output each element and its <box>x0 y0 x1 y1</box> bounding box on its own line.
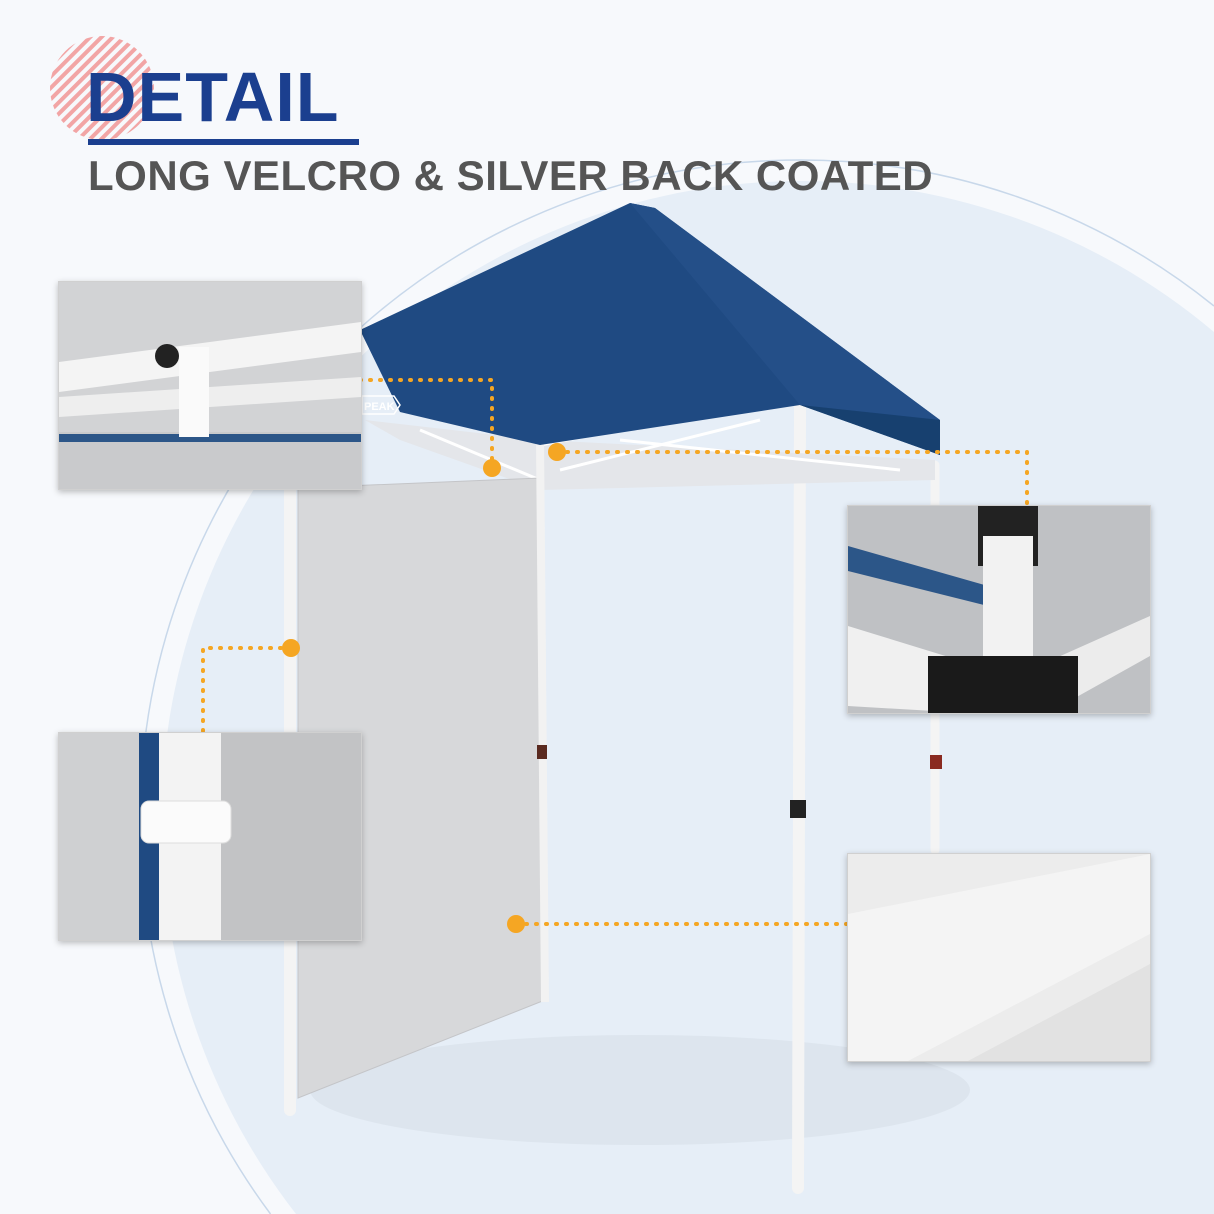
callout-lines <box>201 378 1029 926</box>
title-underline <box>88 139 359 145</box>
velcro-on-leg-detail <box>58 732 362 941</box>
ground-shadow <box>310 1035 970 1145</box>
canopy-panel <box>630 203 940 420</box>
silver-back-coated-fabric-detail <box>847 853 1151 1062</box>
callout-dots <box>282 443 566 933</box>
leg-clip <box>930 755 942 769</box>
corner-bracket-detail <box>847 505 1151 714</box>
page-subtitle: LONG VELCRO & SILVER BACK COATED <box>88 152 934 199</box>
canopy-valance <box>800 405 940 455</box>
leg-clip <box>790 800 806 818</box>
canopy-underside <box>365 420 935 490</box>
leg-clip <box>537 745 547 759</box>
brand-logo-text: PEAK <box>364 401 395 413</box>
velcro-on-truss-detail <box>58 281 362 490</box>
decorative-striped-circle <box>50 36 154 140</box>
middle-leg <box>536 439 549 1003</box>
brand-logo: PEAK <box>361 395 401 415</box>
page-title: DETAIL <box>86 58 340 136</box>
